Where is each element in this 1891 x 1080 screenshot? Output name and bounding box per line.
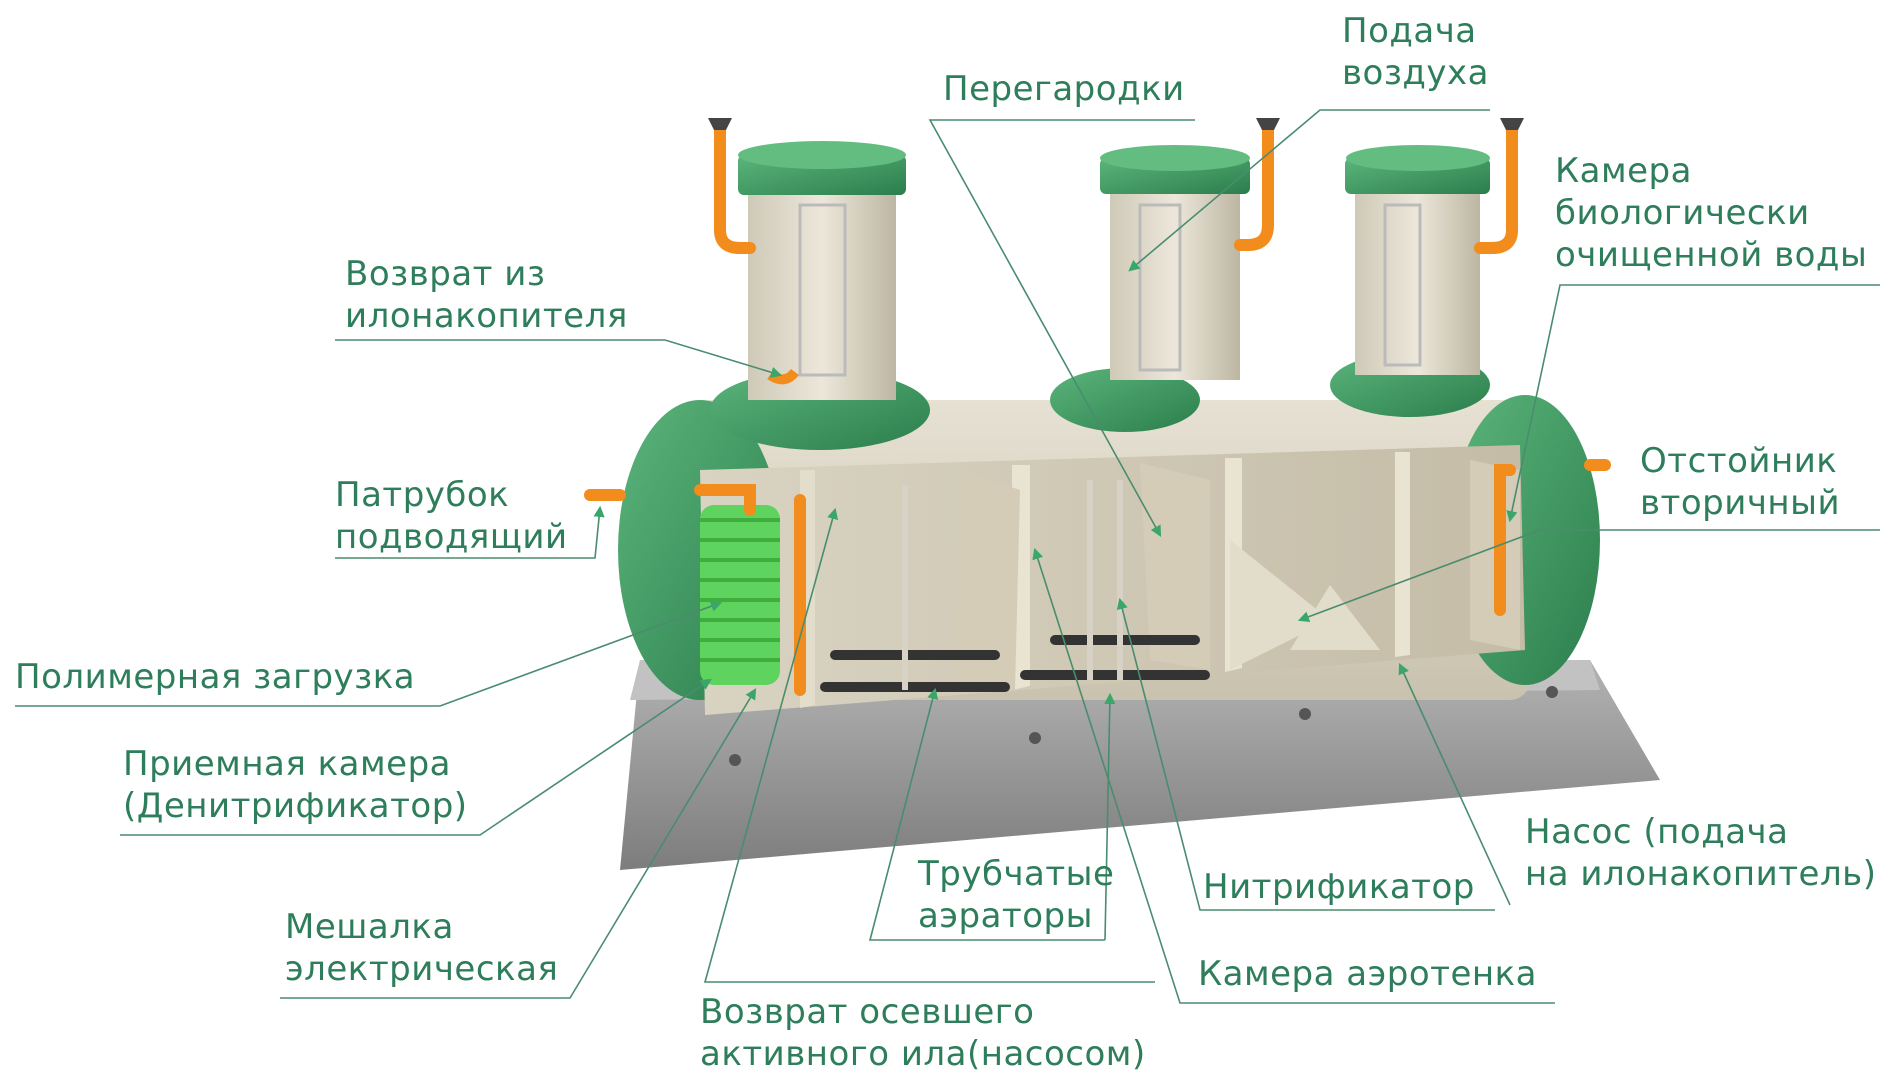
label-active-sludge-return-2: активного ила(насосом) — [700, 1034, 1146, 1074]
label-treated-water-3: очищенной воды — [1555, 235, 1867, 275]
label-air-supply-2: воздуха — [1342, 53, 1489, 93]
label-sludge-return-1: Возврат из — [345, 254, 545, 294]
label-inlet-pipe-1: Патрубок — [335, 475, 509, 515]
left-shaft — [708, 118, 930, 450]
label-air-supply-1: Подача — [1342, 11, 1477, 51]
label-pump-1: Насос (подача — [1525, 812, 1788, 852]
label-mixer-2: электрическая — [285, 949, 558, 989]
label-sludge-return-2: илонакопителя — [345, 296, 628, 336]
label-inlet-pipe-2: подводящий — [335, 517, 568, 557]
middle-shaft — [1050, 118, 1280, 432]
label-active-sludge-return-1: Возврат осевшего — [700, 992, 1034, 1032]
leader-lines — [15, 109, 1880, 1004]
label-partitions: Перегародки — [943, 69, 1185, 109]
label-aerators-2: аэраторы — [918, 896, 1093, 936]
label-nitrifier: Нитрификатор — [1203, 867, 1475, 907]
callout-labels: Подача воздуха Перегародки Камера биолог… — [15, 11, 1877, 1074]
label-receiving-chamber-1: Приемная камера — [123, 744, 451, 784]
label-polymer-load: Полимерная загрузка — [15, 657, 415, 697]
label-pump-2: на илонакопитель) — [1525, 854, 1877, 894]
label-receiving-chamber-2: (Денитрификатор) — [123, 786, 468, 826]
tubular-aerators — [820, 480, 1210, 692]
right-shaft — [1330, 118, 1524, 417]
label-aerotank: Камера аэротенка — [1198, 954, 1537, 994]
internal-pipes — [584, 459, 1611, 696]
label-treated-water-1: Камера — [1555, 151, 1692, 191]
label-aerators-1: Трубчатые — [917, 854, 1114, 894]
polymer-media — [700, 505, 780, 685]
label-mixer-1: Мешалка — [285, 907, 454, 947]
label-settler-2: вторичный — [1640, 483, 1840, 523]
label-treated-water-2: биологически — [1555, 193, 1810, 233]
label-settler-1: Отстойник — [1640, 441, 1837, 481]
